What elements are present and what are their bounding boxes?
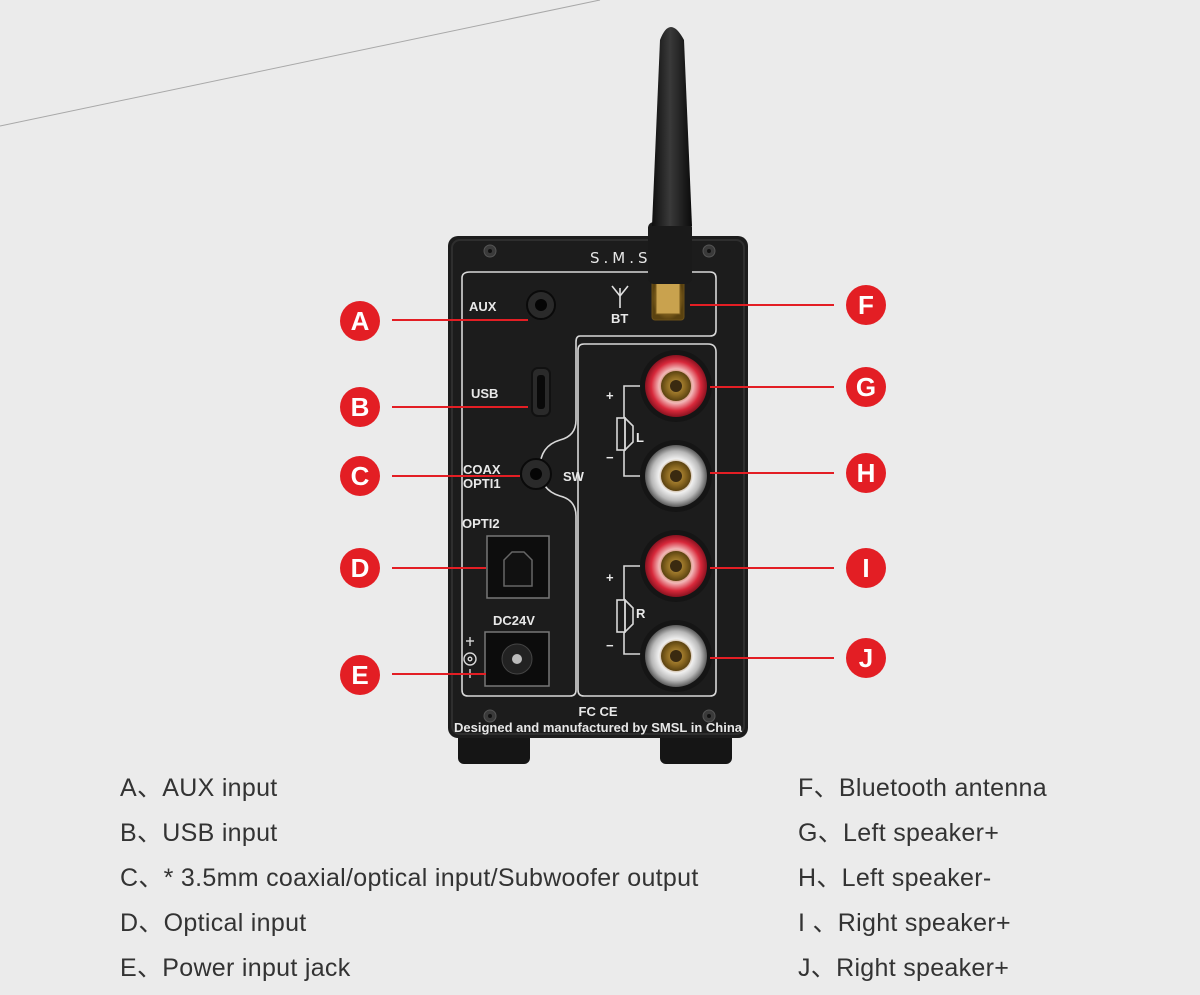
- svg-text:E: E: [351, 660, 368, 690]
- legend-item-i: I 、Right speaker+: [798, 909, 1011, 937]
- label-aux: AUX: [469, 299, 497, 314]
- legend-item-b: B、USB input: [120, 819, 278, 847]
- svg-text:B: B: [351, 392, 370, 422]
- svg-text:C: C: [351, 461, 370, 491]
- decorative-line: [0, 0, 601, 127]
- svg-text:I: I: [862, 553, 869, 583]
- footer-text: Designed and manufactured by SMSL in Chi…: [454, 720, 743, 735]
- device-foot-left: [458, 730, 530, 764]
- label-opti1: OPTI1: [463, 476, 501, 491]
- label-right: R: [636, 606, 646, 621]
- binding-post-right-minus: [640, 620, 712, 692]
- callout-i: I: [846, 548, 886, 588]
- right-panel-outline: [577, 343, 717, 697]
- label-left: L: [636, 430, 644, 445]
- svg-text:G: G: [856, 372, 876, 402]
- label-bt: BT: [611, 311, 628, 326]
- device-foot-right: [660, 730, 732, 764]
- label-plus: +: [606, 570, 614, 585]
- callout-c: C: [340, 456, 380, 496]
- antenna-base: [648, 222, 692, 284]
- callout-j: J: [846, 638, 886, 678]
- svg-text:J: J: [859, 643, 873, 673]
- label-coax: COAX: [463, 462, 501, 477]
- callout-d: D: [340, 548, 380, 588]
- binding-post-right-plus: [640, 530, 712, 602]
- leader-lines: [392, 304, 834, 675]
- legend-item-f: F、Bluetooth antenna: [798, 774, 1047, 802]
- label-usb: USB: [471, 386, 498, 401]
- legend-item-a: A、AUX input: [120, 774, 278, 802]
- callout-a: A: [340, 301, 380, 341]
- legend-item-e: E、Power input jack: [120, 954, 351, 982]
- svg-text:A: A: [351, 306, 370, 336]
- label-minus: −: [606, 450, 614, 465]
- svg-text:D: D: [351, 553, 370, 583]
- legend-item-h: H、Left speaker-: [798, 864, 992, 892]
- callout-h: H: [846, 453, 886, 493]
- svg-text:F: F: [858, 290, 874, 320]
- legend-item-d: D、Optical input: [120, 909, 307, 937]
- legend-item-j: J、Right speaker+: [798, 954, 1010, 982]
- callout-g: G: [846, 367, 886, 407]
- legend-item-c: C、* 3.5mm coaxial/optical input/Subwoofe…: [120, 864, 699, 892]
- callout-e: E: [340, 655, 380, 695]
- legend-item-g: G、Left speaker+: [798, 819, 1000, 847]
- binding-post-left-plus: [640, 350, 712, 422]
- antenna: [652, 27, 692, 226]
- callout-b: B: [340, 387, 380, 427]
- screw-icon: [483, 244, 716, 723]
- optical-port: [486, 535, 550, 599]
- cert-marks: FC CE: [579, 704, 618, 719]
- label-opti2: OPTI2: [462, 516, 500, 531]
- label-sw: SW: [563, 469, 585, 484]
- label-dc: DC24V: [493, 613, 535, 628]
- label-minus: −: [606, 638, 614, 653]
- svg-text:H: H: [857, 458, 876, 488]
- callout-f: F: [846, 285, 886, 325]
- label-plus: +: [606, 388, 614, 403]
- binding-post-left-minus: [640, 440, 712, 512]
- antenna-icon: [611, 285, 629, 308]
